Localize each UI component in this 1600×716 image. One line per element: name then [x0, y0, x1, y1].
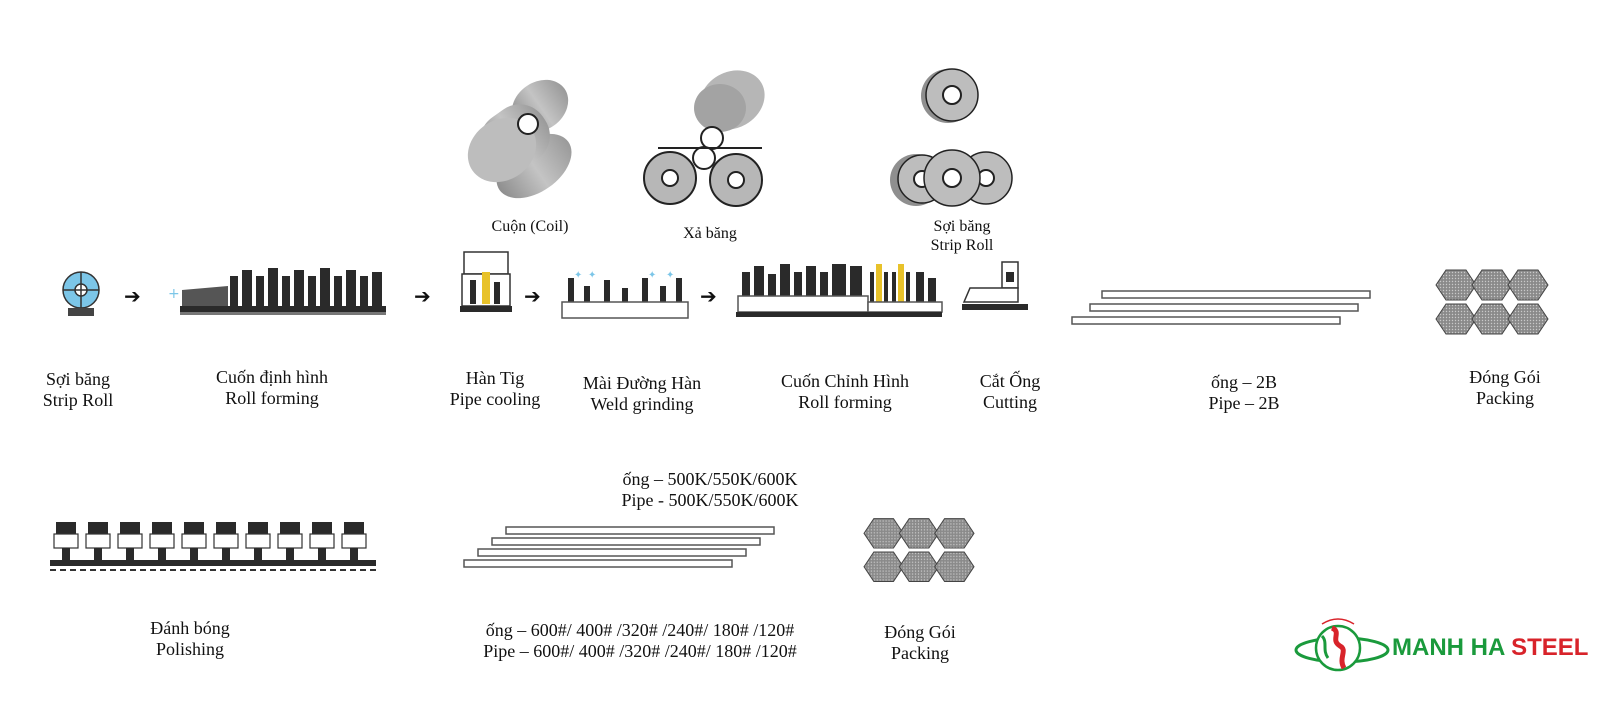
arrow-icon: ➔: [524, 286, 541, 308]
weld-grinding-machine: ✦ ✦ ✦ ✦: [561, 270, 689, 319]
coil-label: Cuộn (Coil): [491, 218, 569, 235]
svg-text:✦: ✦: [648, 270, 656, 281]
svg-text:✦: ✦: [588, 270, 596, 281]
tig-welding-machine: [460, 251, 512, 312]
cutting-machine: [962, 261, 1028, 310]
svg-text:+: +: [168, 286, 180, 302]
svg-text:✦: ✦: [666, 270, 674, 281]
pipe-2b-illustration: [1071, 290, 1371, 325]
pipe-grit-label: ống – 600#/ 400# /320# /240#/ 180# /120#…: [483, 620, 797, 661]
arrow-icon: ➔: [414, 286, 431, 308]
arrow-icon: ➔: [124, 286, 141, 308]
arrow-icon: ➔: [700, 286, 717, 308]
manh-ha-globe-logo-icon: [1294, 618, 1390, 672]
pipe-polished-illustration: [463, 526, 775, 568]
strip-roll-machine-icon: [62, 271, 100, 316]
packing-hexagons-1: [1435, 269, 1549, 335]
coil-illustration: [467, 79, 572, 199]
slitting-label: Xả băng: [683, 225, 737, 242]
slitting-illustration: [643, 70, 765, 207]
roll-forming-machine-2: [736, 264, 943, 317]
polishing-machine: [50, 521, 376, 571]
strip-roll-illustration: [890, 68, 1013, 207]
svg-text:✦: ✦: [574, 270, 582, 281]
packing-hexagons-2: [863, 518, 975, 582]
roll-forming-machine-1: +: [168, 268, 386, 315]
brand-logo-text: MANH HA STEEL: [1392, 634, 1589, 661]
